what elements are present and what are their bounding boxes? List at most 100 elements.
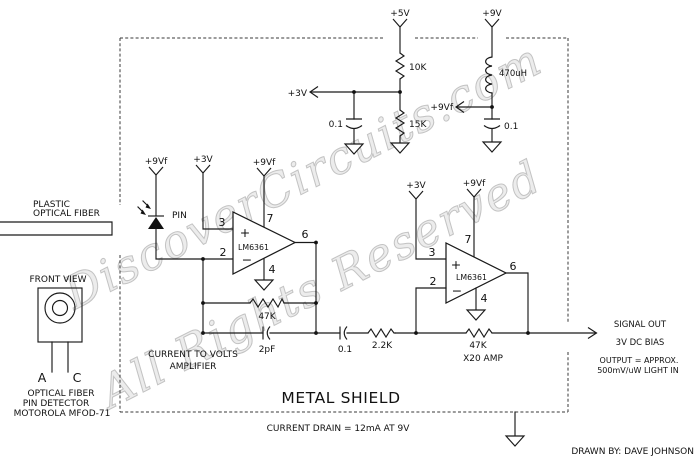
plus9vf-pin-label: +9Vf: [145, 157, 168, 167]
inv-input-wire: [415, 287, 447, 334]
junction-dot: [490, 105, 494, 109]
stage1-caption-line1: CURRENT TO VOLTS: [148, 350, 238, 360]
plus3v-label: +3V: [193, 155, 213, 165]
footer-notes: CURRENT DRAIN = 12mA AT 9V DRAWN BY: DAV…: [267, 424, 694, 457]
coupling-network: 2pF 0.1 2.2K: [202, 326, 417, 355]
opamp1-pin3-label: 3: [219, 216, 226, 229]
signal-out-label: SIGNAL OUT: [614, 320, 667, 330]
junction-dot: [398, 90, 402, 94]
optical-fiber-cable: [0, 221, 113, 236]
inductor-470uh: [485, 56, 493, 94]
plus3v-tap-arrow-icon: [308, 86, 319, 98]
opamp1-output-wire: [294, 241, 317, 334]
opamp1-pin7-label: 7: [267, 212, 274, 225]
plus9vf-supply-icon: [148, 166, 164, 176]
plus3v-label: +3V: [406, 181, 426, 191]
opamp1-pin2-label: 2: [220, 246, 227, 259]
resistor-47k-feedback2: [465, 327, 493, 339]
ground-icon: [481, 141, 503, 153]
opamp1-pin6-label: 6: [302, 228, 309, 241]
stage2-caption: X20 AMP: [463, 354, 503, 364]
plus5v-supply-icon: [392, 18, 408, 28]
plus3v-supply-icon: [195, 164, 211, 174]
light-arrow-icon: [145, 203, 151, 209]
connector-inner-ring: [51, 299, 69, 317]
signal-out-arrow-icon: [587, 327, 598, 339]
plus9vf-label: +9Vf: [463, 179, 486, 189]
ground-icon: [389, 142, 411, 154]
fiber-assembly: PLASTIC OPTICAL FIBER FRONT VIEW A C OPT…: [0, 200, 113, 419]
junction-dot: [526, 331, 530, 335]
supply-filter: +9V 470uH +9Vf 0.1: [430, 9, 527, 153]
resistor-10k-label: 10K: [409, 63, 427, 73]
supply-divider: +5V 10K 15K +3V 0.1: [288, 9, 427, 155]
metal-shield-box: METAL SHIELD: [119, 37, 569, 447]
resistor-47k-feedback2-label: 47K: [469, 341, 487, 351]
capacitor-coupling: [339, 326, 348, 340]
plus9vf-tap-label: +9Vf: [430, 103, 453, 113]
connector-outer-ring: [44, 292, 76, 324]
plus3v-supply-icon: [408, 190, 424, 200]
stage1-caption-line2: AMPLIFIER: [170, 362, 217, 372]
output-note-line2: 500mV/uW LIGHT IN: [597, 366, 679, 375]
current-drain-note: CURRENT DRAIN = 12mA AT 9V: [267, 424, 411, 434]
opamp2-inv-sign: −: [452, 283, 462, 298]
capacitor-bypass-left: [345, 118, 363, 130]
resistor-15k-label: 15K: [409, 120, 427, 130]
opamp2-pin4-label: 4: [481, 292, 488, 305]
resistor-47k-feedback1: [249, 297, 285, 309]
capacitor-bypass-left-label: 0.1: [329, 120, 343, 130]
output-annotations: SIGNAL OUT 3V DC BIAS OUTPUT = APPROX. 5…: [597, 320, 679, 375]
plus3v-tap-label: +3V: [288, 89, 308, 99]
detector-caption-line3: MOTOROLA MFOD-71: [14, 409, 111, 419]
resistor-47k-feedback1-label: 47K: [258, 312, 276, 322]
opamp2-pin3-label: 3: [429, 246, 436, 259]
inductor-470uh-label: 470uH: [499, 69, 527, 79]
opamp2-pin6-label: 6: [510, 260, 517, 273]
photodiode-label: PIN: [172, 211, 187, 221]
cathode-lead-label: C: [73, 370, 82, 385]
opamp1-triangle: [232, 210, 297, 276]
noninv-input-wire: [202, 172, 234, 230]
opamp2-pin2-label: 2: [430, 275, 437, 288]
resistor-2-2k: [367, 327, 396, 339]
opamp1-inv-sign: −: [242, 252, 252, 267]
ground-icon: [465, 309, 487, 321]
junction-dot: [201, 301, 205, 305]
stage2-x20-amp: +3V +9Vf 3 2 7 4 6 + − LM6361 47K X20 AM…: [406, 179, 598, 364]
junction-dot: [201, 257, 205, 261]
metal-shield-label: METAL SHIELD: [281, 389, 400, 407]
fiber-caption-line2: OPTICAL FIBER: [33, 209, 100, 219]
junction-dot: [414, 331, 418, 335]
resistor-10k: [394, 52, 406, 80]
connector-body: [37, 287, 83, 343]
detector-caption-line1: OPTICAL FIBER: [28, 389, 95, 399]
connector-leads: [51, 341, 69, 373]
opamp2-output-wire: [505, 272, 529, 334]
fiber-caption-line1: PLASTIC: [33, 200, 70, 210]
noninv-input-wire: [415, 198, 447, 260]
opamp1-pin4-label: 4: [269, 263, 276, 276]
ground-icon: [504, 435, 526, 447]
capacitor-bypass-right-label: 0.1: [504, 122, 518, 132]
junction-dot: [314, 240, 318, 245]
capacitor-2pf: [262, 326, 271, 340]
dc-bias-label: 3V DC BIAS: [616, 338, 665, 348]
plus5v-label: +5V: [390, 9, 410, 19]
capacitor-bypass-right: [483, 118, 501, 130]
plus9vf-label: +9Vf: [253, 158, 276, 168]
capacitor-2pf-label: 2pF: [259, 345, 276, 355]
detector-caption-line2: PIN DETECTOR: [23, 399, 90, 409]
light-arrow-icon: [140, 209, 146, 215]
front-view-label: FRONT VIEW: [29, 275, 86, 285]
junction-dot: [352, 90, 356, 94]
photodiode-pin: [148, 217, 164, 229]
plus9v-supply-icon: [484, 18, 500, 28]
stage1-current-to-volts: +9Vf PIN +3V +9Vf 3 2 7 4 6 + − LM6361 4…: [137, 155, 318, 372]
opamp2-pin7-label: 7: [465, 233, 472, 246]
ground-icon: [343, 143, 365, 155]
plus9vf-tap-arrow-icon: [454, 101, 465, 113]
anode-lead-label: A: [38, 370, 47, 385]
output-note-line1: OUTPUT = APPROX.: [600, 356, 679, 365]
